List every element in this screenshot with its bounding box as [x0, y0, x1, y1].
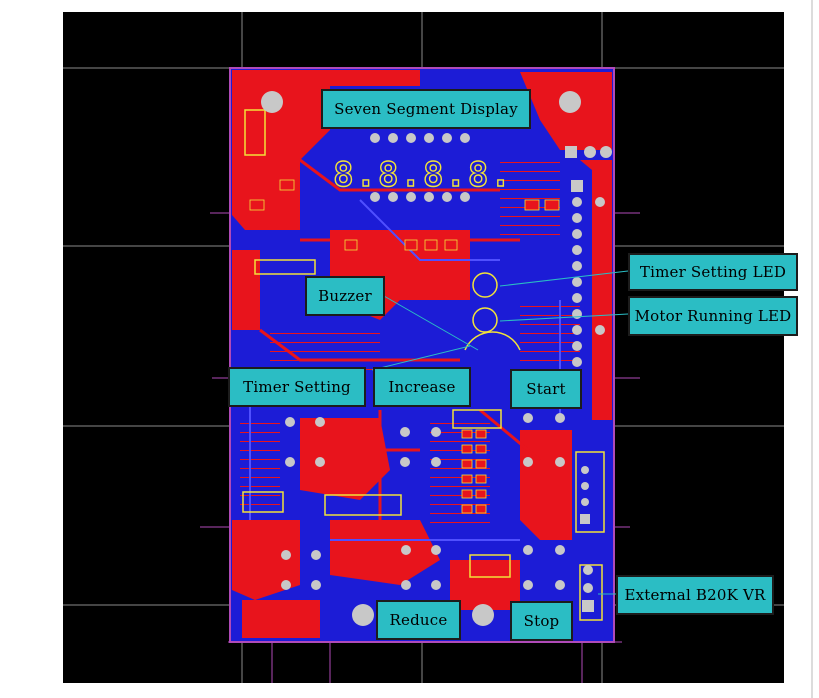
buzzer-label: Buzzer — [305, 276, 385, 316]
timer-setting-button-label: Timer Setting — [228, 367, 366, 407]
increase-button-label: Increase — [373, 367, 471, 407]
start-button-label: Start — [510, 369, 582, 409]
leader-lines — [371, 270, 629, 595]
pcb-board — [229, 67, 615, 643]
external-vr-label: External B20K VR — [616, 575, 774, 615]
seven-segment-display-label: Seven Segment Display — [321, 89, 531, 129]
reduce-button-label: Reduce — [376, 600, 461, 640]
stop-button-label: Stop — [510, 601, 573, 641]
timer-setting-led-label: Timer Setting LED — [628, 253, 798, 291]
motor-running-led-label: Motor Running LED — [628, 296, 798, 336]
seven-segment-digits: 8.8.8.8. — [333, 155, 513, 195]
